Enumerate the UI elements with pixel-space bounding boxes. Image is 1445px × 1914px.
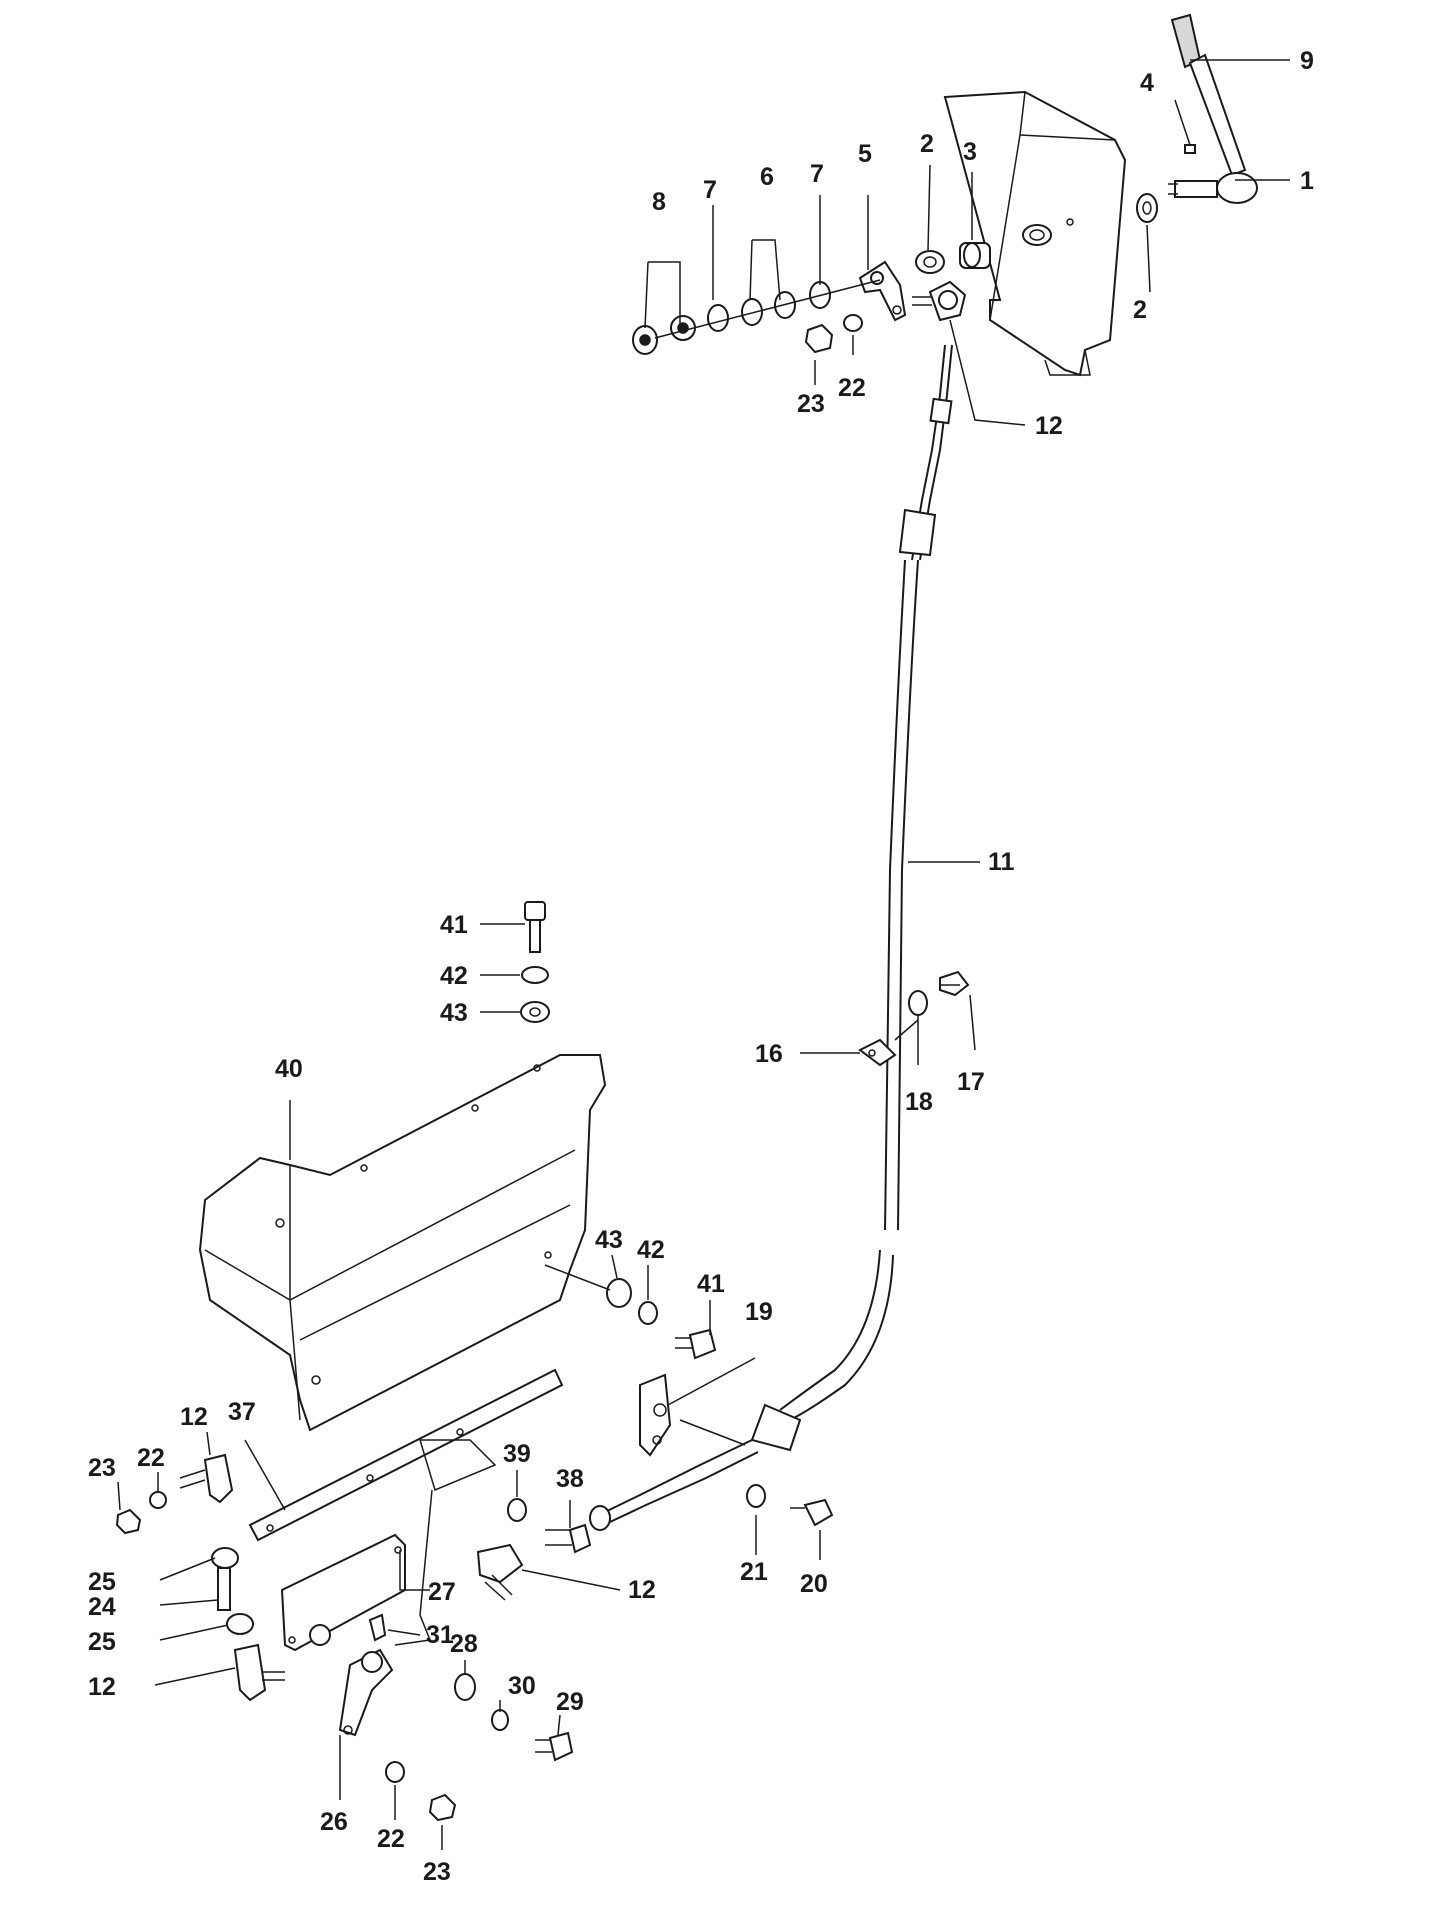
callout-25: 25 bbox=[88, 1568, 116, 1596]
callout-5: 5 bbox=[858, 140, 872, 168]
nut-25-bottom bbox=[226, 1613, 254, 1635]
callout-42: 42 bbox=[440, 962, 468, 990]
nut-23-left bbox=[115, 1508, 142, 1535]
callout-38: 38 bbox=[556, 1465, 584, 1493]
callout-23: 23 bbox=[423, 1858, 451, 1886]
callout-25: 25 bbox=[88, 1628, 116, 1656]
callout-39: 39 bbox=[503, 1440, 531, 1468]
plate-27 bbox=[280, 1533, 406, 1652]
leader-lines bbox=[117, 59, 1290, 1850]
callout-2: 2 bbox=[920, 130, 934, 158]
washer-21 bbox=[746, 1484, 766, 1508]
bushing-3 bbox=[959, 242, 991, 269]
callout-12: 12 bbox=[628, 1576, 656, 1604]
washer-30 bbox=[491, 1709, 509, 1731]
ball-joint-12-lower-left bbox=[233, 1643, 285, 1702]
ball-joint-12-right bbox=[476, 1543, 524, 1601]
callout-labels: 9 4 1 2 2 3 5 7 6 7 8 23 22 12 11 41 42 … bbox=[88, 47, 1314, 1886]
cover-40 bbox=[198, 1054, 607, 1432]
callout-23: 23 bbox=[88, 1454, 116, 1482]
lever-bracket-plate bbox=[943, 90, 1127, 377]
ball-joint-12-upper bbox=[912, 280, 967, 322]
callout-17: 17 bbox=[957, 1068, 985, 1096]
callout-43: 43 bbox=[595, 1226, 623, 1254]
callout-40: 40 bbox=[275, 1055, 303, 1083]
bracket-plate-37 bbox=[248, 1368, 564, 1542]
callout-43: 43 bbox=[440, 999, 468, 1027]
washer-2-right bbox=[1136, 193, 1158, 223]
stud-24 bbox=[217, 1567, 231, 1611]
bolt-41-right bbox=[675, 1328, 717, 1360]
washer-22-bottom bbox=[385, 1761, 405, 1783]
callout-27: 27 bbox=[428, 1578, 456, 1606]
callout-7: 7 bbox=[810, 160, 824, 188]
washer-22-left bbox=[149, 1491, 167, 1509]
callout-41: 41 bbox=[697, 1270, 725, 1298]
washer-28 bbox=[454, 1673, 476, 1701]
callout-24: 24 bbox=[88, 1593, 116, 1621]
callout-28: 28 bbox=[450, 1630, 478, 1658]
callout-26: 26 bbox=[320, 1808, 348, 1836]
washer-42-right bbox=[638, 1301, 658, 1325]
callout-23: 23 bbox=[797, 390, 825, 418]
nut-23-upper bbox=[804, 323, 834, 354]
bracket-19 bbox=[639, 1373, 672, 1457]
callout-3: 3 bbox=[963, 138, 977, 166]
control-cable bbox=[589, 344, 953, 1531]
bolt-20 bbox=[790, 1498, 834, 1527]
callout-29: 29 bbox=[556, 1688, 584, 1716]
callout-12: 12 bbox=[88, 1673, 116, 1701]
nut-25-top bbox=[211, 1547, 239, 1569]
washer-39 bbox=[507, 1498, 527, 1522]
washer-43-right bbox=[606, 1278, 632, 1308]
nut-23-bottom bbox=[428, 1793, 457, 1822]
washer-22-upper bbox=[843, 314, 863, 332]
callout-31: 31 bbox=[426, 1621, 454, 1649]
pin bbox=[1184, 144, 1196, 154]
callout-22: 22 bbox=[377, 1825, 405, 1853]
callout-2: 2 bbox=[1133, 296, 1147, 324]
callout-30: 30 bbox=[508, 1672, 536, 1700]
callout-19: 19 bbox=[745, 1298, 773, 1326]
bolt-38 bbox=[545, 1523, 592, 1554]
callout-18: 18 bbox=[905, 1088, 933, 1116]
callout-8: 8 bbox=[652, 188, 666, 216]
grease-fitting-31 bbox=[368, 1613, 387, 1642]
callout-6: 6 bbox=[760, 163, 774, 191]
callout-12: 12 bbox=[180, 1403, 208, 1431]
bolt-29 bbox=[535, 1731, 574, 1762]
callout-41: 41 bbox=[440, 911, 468, 939]
callout-1: 1 bbox=[1300, 167, 1314, 195]
bolt-41-top bbox=[524, 901, 546, 953]
callout-12: 12 bbox=[1035, 412, 1063, 440]
washers-upper-row bbox=[632, 279, 881, 355]
arm-26 bbox=[338, 1648, 394, 1737]
callout-9: 9 bbox=[1300, 47, 1314, 75]
callout-7: 7 bbox=[703, 176, 717, 204]
callout-37: 37 bbox=[228, 1398, 256, 1426]
callout-21: 21 bbox=[740, 1558, 768, 1586]
washer-18 bbox=[908, 990, 928, 1016]
cable-clamp-16 bbox=[858, 1038, 897, 1067]
ball-joint-12-left bbox=[179, 1453, 234, 1504]
callout-20: 20 bbox=[800, 1570, 828, 1598]
washer-43-top bbox=[520, 1001, 550, 1023]
washer-42-top bbox=[521, 966, 549, 984]
callout-11: 11 bbox=[988, 848, 1015, 876]
callout-4: 4 bbox=[1140, 69, 1154, 97]
callout-22: 22 bbox=[838, 374, 866, 402]
callout-42: 42 bbox=[637, 1236, 665, 1264]
callout-16: 16 bbox=[755, 1040, 783, 1068]
lever-arm-5 bbox=[858, 260, 907, 322]
washer-2-left bbox=[915, 250, 945, 274]
lever-knob bbox=[1168, 13, 1258, 204]
callout-22: 22 bbox=[137, 1444, 165, 1472]
bolt-17 bbox=[939, 970, 970, 997]
